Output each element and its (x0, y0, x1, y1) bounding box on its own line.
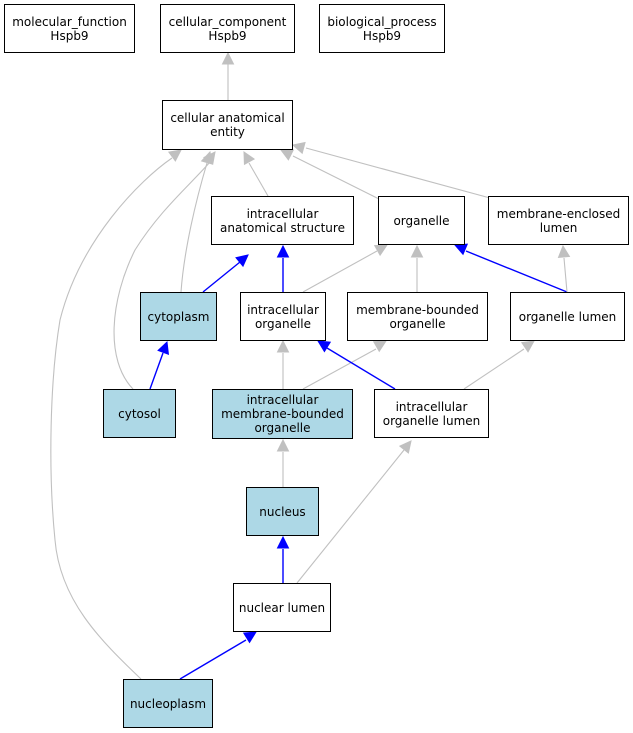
node-label-line: lumen (539, 220, 578, 235)
node-label-line: Hspb9 (208, 28, 247, 43)
arrowhead-icon (276, 535, 290, 549)
node-membrane-bounded-organelle[interactable]: membrane-bounded organelle (347, 292, 488, 341)
node-biological-process[interactable]: biological_process Hspb9 (319, 4, 445, 53)
node-label-line: nuclear lumen (238, 600, 326, 615)
arrowhead-icon (410, 244, 424, 258)
node-label-line: biological_process (327, 14, 437, 29)
arrowhead-icon (520, 340, 535, 353)
node-nucleus[interactable]: nucleus (246, 487, 319, 536)
node-label-line: intracellular (246, 206, 319, 221)
node-label-line: intracellular (395, 399, 468, 414)
edge-org-to-cae (292, 155, 382, 201)
arrowhead-icon (276, 438, 290, 452)
edge-iol-to-io (326, 347, 396, 390)
arrowhead-icon (243, 151, 256, 166)
node-label-line: anatomical structure (220, 220, 345, 235)
edge-io-to-org (302, 250, 378, 293)
node-intracellular-anatomical-structure[interactable]: intracellular anatomical structure (211, 196, 354, 245)
edge-np-to-nl (179, 639, 247, 680)
node-label-line: organelle lumen (518, 309, 617, 324)
arrowhead-icon (453, 243, 469, 256)
edge-nl-to-iol (296, 449, 405, 584)
node-organelle-lumen[interactable]: organelle lumen (510, 292, 625, 341)
arrowhead-icon (157, 340, 170, 355)
node-intracellular-organelle[interactable]: intracellular organelle (240, 292, 326, 341)
node-label-line: nucleoplasm (129, 696, 207, 711)
edge-cyto-to-cae (180, 162, 208, 293)
node-label-line: organelle (254, 316, 312, 331)
edge-cyto-to-ias (202, 261, 241, 293)
edge-iol-to-ol (463, 348, 525, 390)
node-molecular-function[interactable]: molecular_function Hspb9 (4, 4, 135, 53)
node-label-line: membrane-bounded (221, 407, 344, 421)
arrowhead-icon (373, 244, 388, 257)
arrowhead-icon (203, 151, 216, 165)
node-label-line: intracellular (246, 393, 319, 407)
edge-mel-to-cae (305, 147, 491, 199)
edge-ias-to-cae (248, 162, 269, 197)
node-cellular-component[interactable]: cellular_component Hspb9 (160, 4, 295, 53)
arrowhead-icon (242, 631, 257, 644)
arrowhead-icon (279, 149, 295, 161)
node-label-line: molecular_function (12, 14, 127, 29)
node-organelle[interactable]: organelle (378, 196, 465, 245)
node-label-line: cellular_component (168, 14, 287, 29)
node-label-line: organelle lumen (382, 413, 481, 428)
arrowhead-icon (167, 149, 182, 162)
node-label-line: nucleus (259, 504, 306, 519)
arrowhead-icon (221, 51, 235, 65)
node-cytosol[interactable]: cytosol (103, 389, 176, 438)
node-label-line: Hspb9 (362, 28, 402, 43)
arrowhead-icon (557, 244, 571, 259)
edge-ol-to-mel (563, 257, 568, 293)
edge-imbo-to-mbo (302, 348, 377, 390)
arrowhead-icon (291, 141, 306, 155)
node-nuclear-lumen[interactable]: nuclear lumen (233, 583, 331, 632)
node-label-line: intracellular (247, 302, 319, 317)
arrowhead-icon (235, 254, 249, 268)
arrowhead-icon (398, 440, 412, 454)
node-label-line: organelle (254, 421, 311, 435)
node-label-line: cellular anatomical (170, 111, 285, 125)
node-label-line: membrane-enclosed (496, 206, 621, 221)
node-label-line: organelle (389, 316, 446, 331)
arrowhead-icon (276, 244, 290, 258)
node-membrane-enclosed-lumen[interactable]: membrane-enclosed lumen (488, 196, 629, 245)
arrowhead-icon (317, 340, 332, 353)
node-label-line: Hspb9 (50, 28, 89, 43)
edge-ol-to-org (465, 250, 568, 293)
edge-np-to-cae (50, 157, 173, 680)
node-intracellular-membrane-bounded-organelle[interactable]: intracellular membrane-bounded organelle (212, 389, 353, 439)
node-nucleoplasm[interactable]: nucleoplasm (123, 679, 213, 728)
arrowhead-icon (276, 339, 290, 353)
node-label-line: cytosol (118, 406, 161, 421)
edge-cytosol-to-cyto (149, 352, 164, 390)
arrowhead-icon (372, 340, 387, 353)
node-intracellular-organelle-lumen[interactable]: intracellular organelle lumen (374, 389, 489, 438)
node-cellular-anatomical-entity[interactable]: cellular anatomical entity (162, 100, 293, 150)
node-label-line: organelle (393, 213, 450, 228)
node-label-line: cytoplasm (147, 309, 210, 324)
node-label-line: entity (210, 125, 245, 139)
node-label-line: membrane-bounded (356, 302, 479, 317)
node-cytoplasm[interactable]: cytoplasm (140, 292, 217, 341)
edge-cytosol-to-cae (113, 161, 211, 390)
